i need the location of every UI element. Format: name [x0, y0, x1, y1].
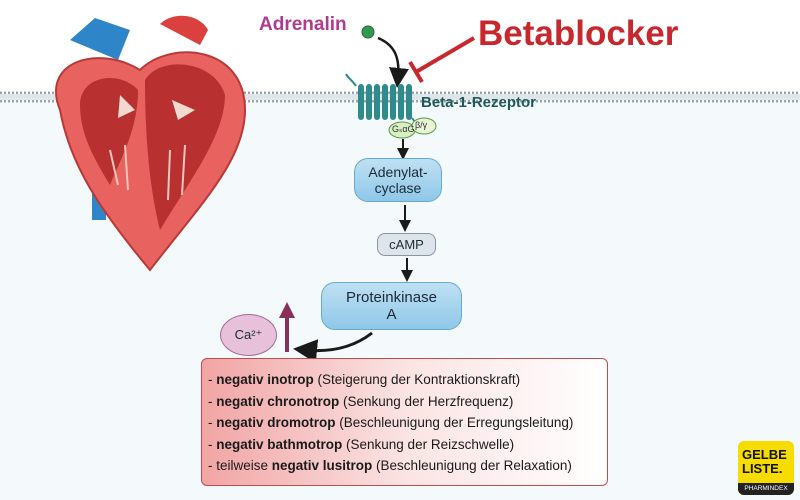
- arrow-to-effects: [293, 331, 373, 364]
- effect-description: (Senkung der Reizschwelle): [342, 436, 515, 452]
- proteinkinase-line2: A: [386, 306, 397, 323]
- effect-description: (Senkung der Herzfrequenz): [339, 393, 514, 409]
- effect-prefix: -: [208, 415, 217, 430]
- logo-line1: GELBE: [742, 447, 787, 462]
- adenylatcyclase-line2: cyclase: [374, 180, 422, 196]
- calcium-bubble: Ca²⁺: [220, 314, 277, 356]
- effect-prefix: -: [208, 393, 217, 409]
- beta1-receptor: [345, 73, 420, 131]
- effect-description: (Beschleunigung der Erregungsleitung): [335, 415, 574, 430]
- betablocker-label: Betablocker: [478, 14, 679, 53]
- adrenalin-label: Adrenalin: [259, 14, 347, 35]
- ligand-binding-arrow: [377, 36, 409, 88]
- betablocker-inhibition: [408, 36, 476, 84]
- effect-line: - teilweise negativ lusitrop (Beschleuni…: [208, 455, 607, 477]
- g-beta-gamma-label: β/γ: [415, 120, 428, 130]
- camp-box: cAMP: [377, 233, 436, 256]
- gelbe-liste-logo: GELBE LISTE. PHARMINDEX: [738, 441, 794, 495]
- effect-term: negativ chronotrop: [216, 393, 340, 409]
- effect-description: (Beschleunigung der Relaxation): [372, 458, 572, 473]
- calcium-increase-arrowhead: [279, 302, 295, 318]
- effect-description: (Steigerung der Kontraktionskraft): [313, 372, 521, 387]
- effect-prefix: - teilweise: [208, 458, 272, 473]
- logo-line3: PHARMINDEX: [738, 483, 794, 495]
- effect-prefix: -: [208, 372, 217, 387]
- effect-term: negativ inotrop: [216, 372, 314, 387]
- effect-term: negativ dromotrop: [216, 415, 336, 430]
- adrenalin-ligand: [361, 25, 375, 39]
- logo-line2: LISTE.: [742, 461, 783, 476]
- proteinkinase-box: Proteinkinase A: [321, 282, 462, 330]
- g-alpha-label: GₛαG: [392, 124, 415, 134]
- proteinkinase-line1: Proteinkinase: [346, 289, 437, 306]
- adenylatcyclase-line1: Adenylat-: [368, 164, 428, 180]
- g-protein-beta-gamma: [411, 117, 437, 135]
- effect-prefix: -: [208, 436, 217, 452]
- heart-illustration: [55, 15, 247, 272]
- effect-line: - negativ dromotrop (Beschleunigung der …: [208, 412, 607, 434]
- effect-line: - negativ bathmotrop (Senkung der Reizsc…: [208, 434, 607, 456]
- effect-line: - negativ inotrop (Steigerung der Kontra…: [208, 369, 607, 391]
- effect-line: - negativ chronotrop (Senkung der Herzfr…: [208, 391, 607, 413]
- effect-term: negativ lusitrop: [271, 458, 373, 473]
- effects-box: - negativ inotrop (Steigerung der Kontra…: [201, 358, 608, 486]
- receptor-label: Beta-1-Rezeptor: [421, 94, 537, 111]
- adenylatcyclase-box: Adenylat- cyclase: [354, 158, 442, 202]
- effect-term: negativ bathmotrop: [216, 436, 343, 452]
